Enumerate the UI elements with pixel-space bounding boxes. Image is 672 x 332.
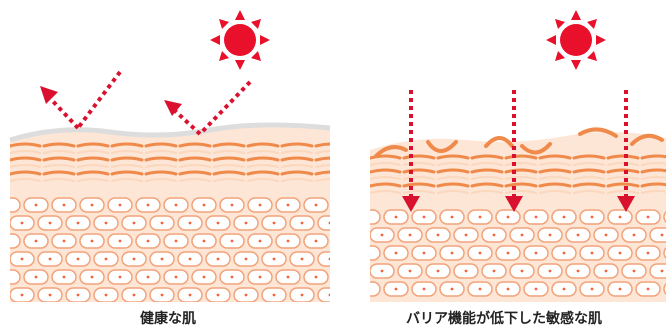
sun-icon [210, 10, 270, 70]
reflected-arrow-icon [40, 72, 120, 128]
healthy-skin-illustration [0, 0, 336, 332]
skin-cross-section [0, 125, 336, 302]
healthy-skin-panel: 健康な肌 [0, 0, 336, 332]
healthy-skin-caption: 健康な肌 [0, 308, 336, 328]
sensitive-skin-caption: バリア機能が低下した敏感な肌 [336, 308, 672, 328]
sensitive-skin-panel: バリア機能が低下した敏感な肌 [336, 0, 672, 332]
sun-icon [546, 10, 606, 70]
epidermal-cells [356, 210, 672, 296]
sensitive-skin-illustration [336, 0, 672, 332]
